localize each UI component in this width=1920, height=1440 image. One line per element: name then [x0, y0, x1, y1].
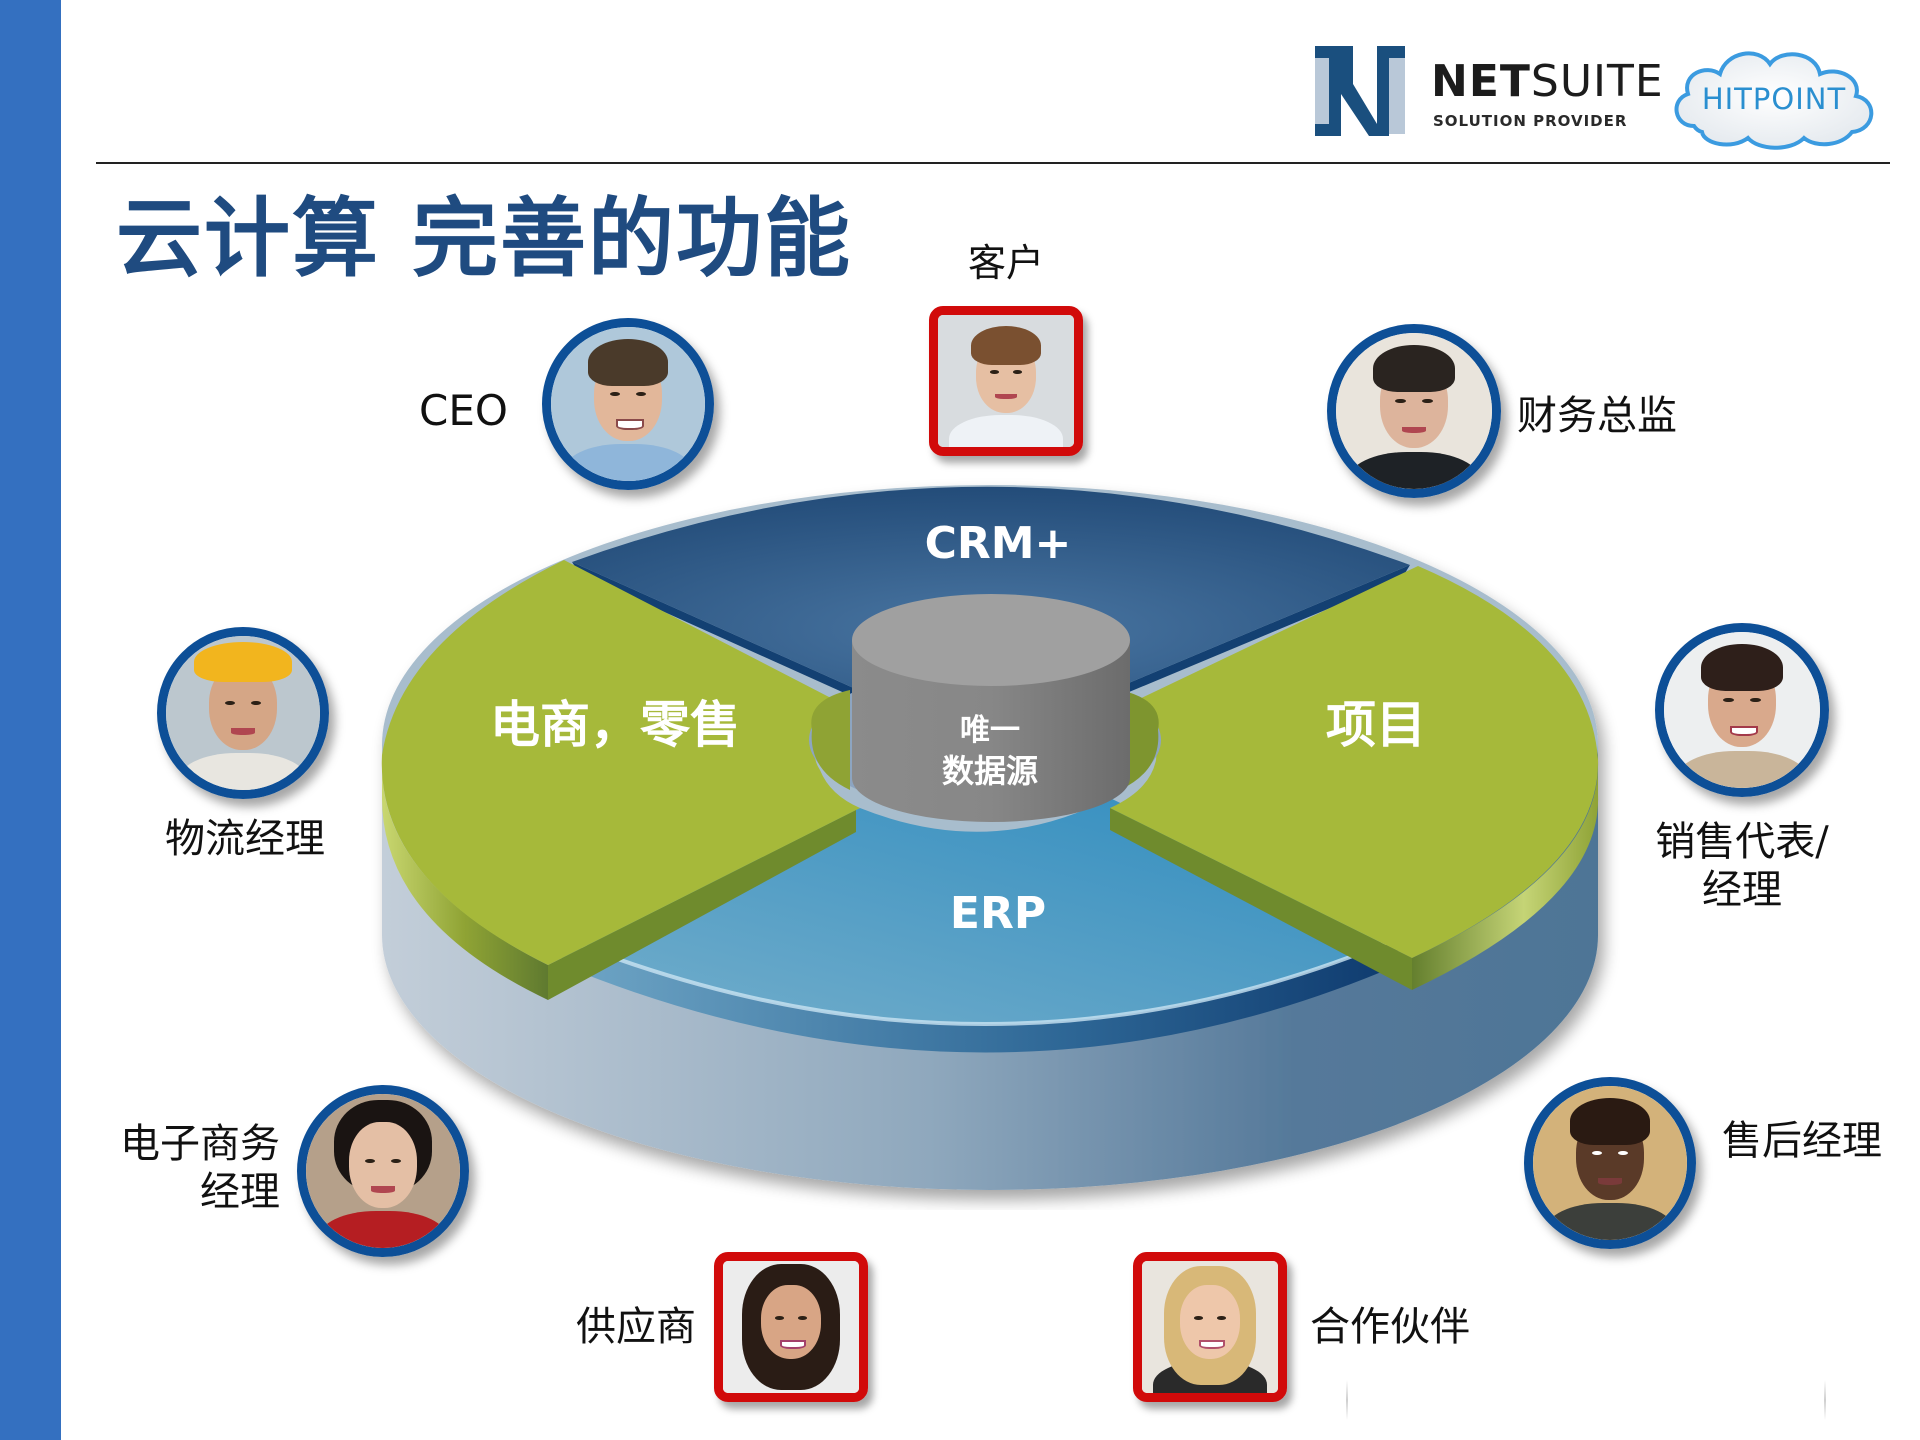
cloud-icon: [1674, 51, 1874, 150]
avatar-logistics-manager[interactable]: [157, 627, 329, 799]
person-label-ecommerce-manager: 电子商务 经理: [120, 1121, 280, 1215]
left-accent-bar: [0, 0, 61, 1440]
netsuite-subtitle: SOLUTION PROVIDER: [1433, 112, 1628, 130]
person-label-cfo: 财务总监: [1517, 393, 1677, 439]
avatar-sales-rep[interactable]: [1655, 623, 1829, 797]
segment-projects[interactable]: [1110, 566, 1599, 958]
person-photo-icon: [551, 327, 705, 481]
person-photo-icon: [1142, 1261, 1278, 1393]
person-label-partner: 合作伙伴: [1310, 1304, 1470, 1350]
crm-label: CRM+: [925, 518, 1072, 569]
person-photo-icon: [723, 1261, 859, 1393]
person-photo-icon: [938, 315, 1074, 447]
projects-label: 项目: [1326, 696, 1426, 754]
person-label-after-sales-manager: 售后经理: [1722, 1118, 1882, 1164]
person-label-customer: 客户: [968, 241, 1045, 285]
avatar-after-sales-manager[interactable]: [1524, 1077, 1696, 1249]
person-photo-icon: [1336, 333, 1492, 489]
segment-ecommerce[interactable]: [381, 560, 860, 965]
ecommerce-label: 电商，零售: [490, 696, 740, 754]
data-source-cylinder[interactable]: [852, 594, 1130, 822]
erp-label: ERP: [950, 888, 1046, 939]
avatar-supplier[interactable]: [714, 1252, 868, 1402]
netsuite-n-mark-icon: [1313, 44, 1409, 138]
header-divider: [96, 162, 1890, 164]
data-source-label-line2: 数据源: [942, 752, 1038, 790]
avatar-ceo[interactable]: [542, 318, 714, 490]
avatar-partner[interactable]: [1133, 1252, 1287, 1402]
person-photo-icon: [1533, 1086, 1687, 1240]
person-photo-icon: [166, 636, 320, 790]
avatar-customer[interactable]: [929, 306, 1083, 456]
person-label-logistics-manager: 物流经理: [165, 816, 325, 862]
person-label-supplier: 供应商: [576, 1304, 696, 1350]
person-label-ceo: CEO: [419, 386, 508, 435]
segment-crm[interactable]: [572, 486, 1410, 690]
data-source-label-line1: 唯一: [960, 713, 1020, 748]
hitpoint-logo: HITPOINT: [1666, 38, 1882, 154]
avatar-cfo[interactable]: [1327, 324, 1501, 498]
page-title: 云计算 完善的功能: [116, 189, 852, 289]
netsuite-logo: NETSUITE SOLUTION PROVIDER: [1313, 44, 1673, 140]
avatar-ecommerce-manager[interactable]: [297, 1085, 469, 1257]
person-photo-icon: [1664, 632, 1820, 788]
decorative-divider: [1346, 1380, 1348, 1420]
person-label-sales-rep: 销售代表/ 经理: [1655, 819, 1829, 913]
person-photo-icon: [306, 1094, 460, 1248]
hitpoint-wordmark: HITPOINT: [1701, 82, 1847, 116]
functions-disc-diagram: CRM+ 电商，零售 项目 ERP 唯一 数据源: [381, 485, 1599, 1190]
netsuite-wordmark: NETSUITE: [1431, 56, 1664, 107]
decorative-divider: [1824, 1380, 1826, 1420]
